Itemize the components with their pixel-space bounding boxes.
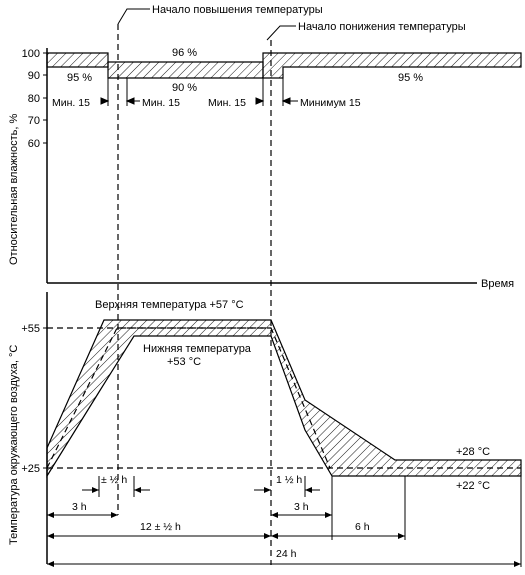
humidity-tick-70: 70 [28, 115, 40, 127]
start-raise-leader [117, 8, 150, 25]
start-lower-leader [266, 25, 296, 41]
dim-12-label: 12 ± ½ h [140, 521, 181, 533]
lower-temp-label-2: +53 °C [167, 356, 201, 368]
upper-temp-label: Верхняя температура +57 °C [95, 299, 244, 311]
min15-label-c: Мин. 15 [208, 97, 246, 109]
dim-half-label: ± ½ h [101, 474, 127, 486]
minimum15-label: Минимум 15 [300, 97, 361, 109]
humidity-axis-label: Относительная влажность, % [8, 113, 20, 265]
humidity-band-right [262, 52, 522, 79]
t28-label: +28 °C [456, 446, 490, 458]
start-lower-label: Начало понижения температуры [298, 21, 466, 33]
start-raise-label: Начало повышения температуры [152, 4, 323, 16]
humidity-95-right-label: 95 % [398, 72, 423, 84]
min15-label-a: Мин. 15 [52, 97, 90, 109]
dim-24h-label: 24 h [276, 548, 297, 560]
nominal-profile [46, 327, 331, 469]
humidity-tick-80: 80 [28, 93, 40, 105]
humidity-tick-90: 90 [28, 70, 40, 82]
humidity-90-label: 90 % [172, 82, 197, 94]
lower-temp-label-1: Нижняя температура [143, 343, 252, 355]
dim-3h-b-label: 3 h [294, 501, 309, 513]
time-label: Время [481, 278, 514, 290]
min15-label-b: Мин. 15 [142, 97, 180, 109]
humidity-96-label: 96 % [172, 47, 197, 59]
humidity-tick-100: 100 [22, 48, 40, 60]
temperature-tick-55: +55 [21, 323, 40, 335]
temperature-tick-25: +25 [21, 463, 40, 475]
humidity-tick-60: 60 [28, 138, 40, 150]
dim-3h-a-label: 3 h [72, 501, 87, 513]
humidity-95-left-label: 95 % [67, 72, 92, 84]
humidity-band-middle [107, 61, 264, 79]
temperature-band [46, 319, 522, 479]
dim-1half-label: 1 ½ h [276, 474, 302, 486]
humidity-band-left [46, 52, 109, 68]
t22-label: +22 °C [456, 480, 490, 492]
humidity-ticks [43, 52, 47, 144]
temperature-axis-label: Температура окружающего воздуха, °C [8, 345, 20, 545]
dim-6h-label: 6 h [355, 521, 370, 533]
